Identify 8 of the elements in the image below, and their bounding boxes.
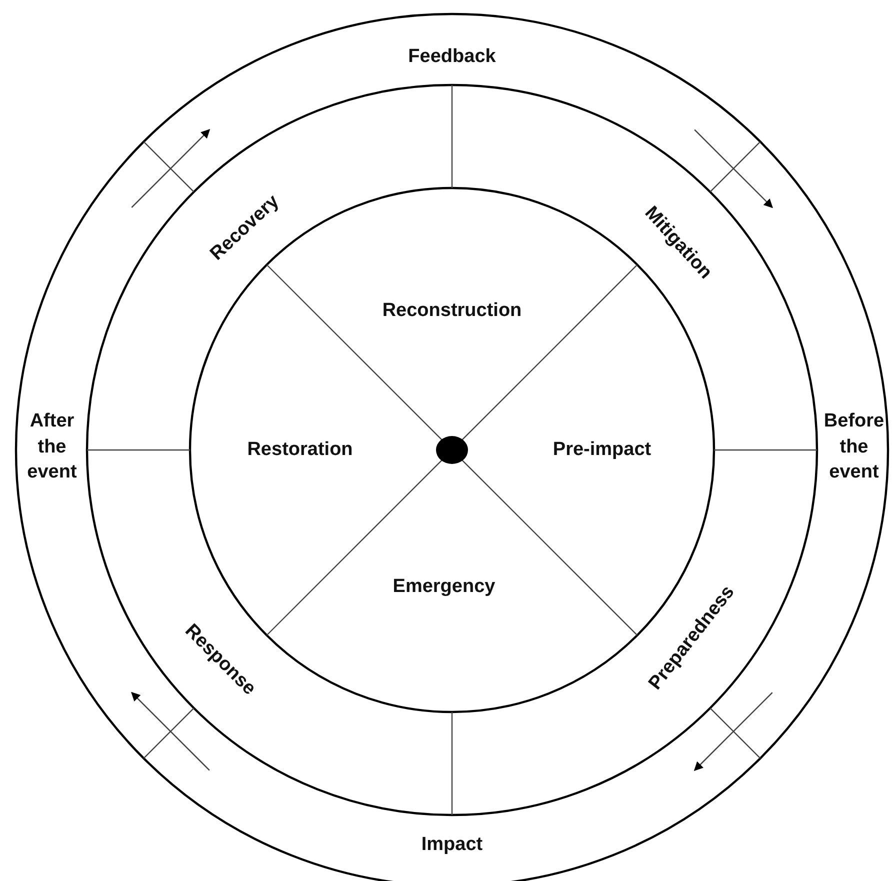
stage-label: Pre-impact [552, 438, 652, 462]
stage-label: Emergency [392, 575, 496, 600]
stage-label: Reconstruction [382, 299, 522, 324]
ring-label: Before the event [822, 410, 886, 485]
ring-label: Feedback [408, 45, 496, 70]
stage-label: Restoration [247, 438, 353, 462]
ring-label: Impact [421, 833, 483, 858]
ring-label: After the event [26, 410, 78, 485]
